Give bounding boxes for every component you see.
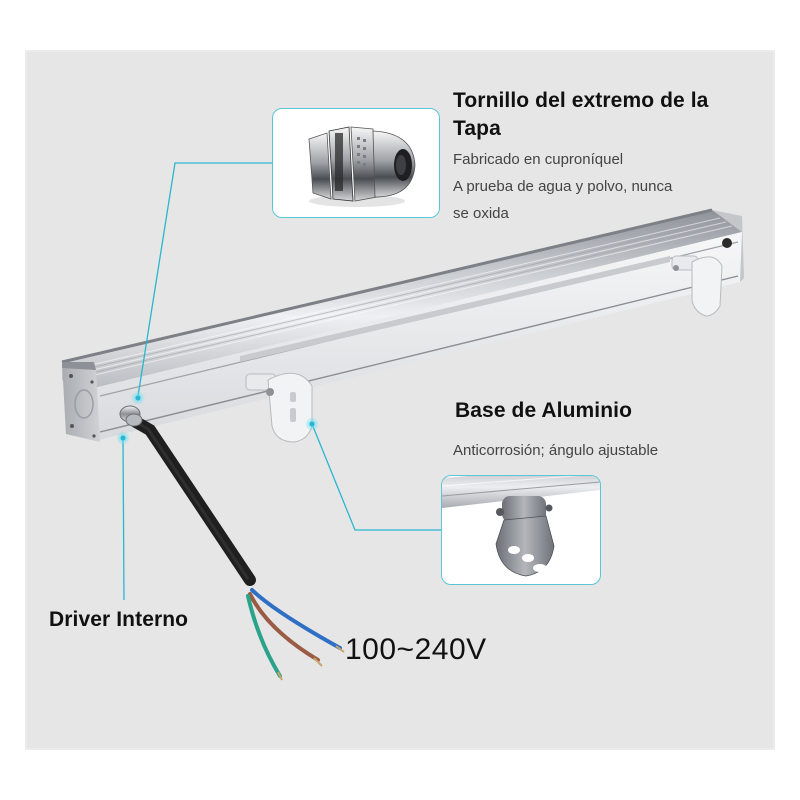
end-cap-screw-title: Tornillo del extremo de la Tapa [453,87,708,143]
mounting-bracket-left [245,372,313,443]
lamp-body [61,208,744,442]
cable-gland-icon [308,126,416,207]
aluminum-base-description: Anticorrosión; ángulo ajustable [453,437,658,464]
inset-aluminum-bracket [441,475,601,585]
aluminum-base-title: Base de Aluminio [455,399,633,422]
end-cap-screw-description: Fabricado en cuproníquel A prueba de agu… [453,146,672,227]
internal-driver-title: Driver Interno [49,608,189,631]
end-cap-screw-desc-line: se oxida [453,205,509,222]
cable-assembly [119,405,345,681]
end-cap-screw-desc-line: Fabricado en cuproníquel [453,151,624,168]
aluminum-bracket-icon [442,476,600,577]
end-cap-screw-title-line2: Tapa [453,117,501,140]
aluminum-base-desc-line: Anticorrosión; ángulo ajustable [453,442,659,459]
leader-dots [116,391,319,445]
inset-cable-gland [272,108,440,218]
leader-lines [122,162,442,601]
mounting-bracket-right [671,255,723,317]
voltage-label: 100~240V [345,633,487,666]
end-cap-screw-desc-line: A prueba de agua y polvo, nunca [453,178,673,195]
end-cap-screw-title-line1: Tornillo del extremo de la [453,89,709,112]
